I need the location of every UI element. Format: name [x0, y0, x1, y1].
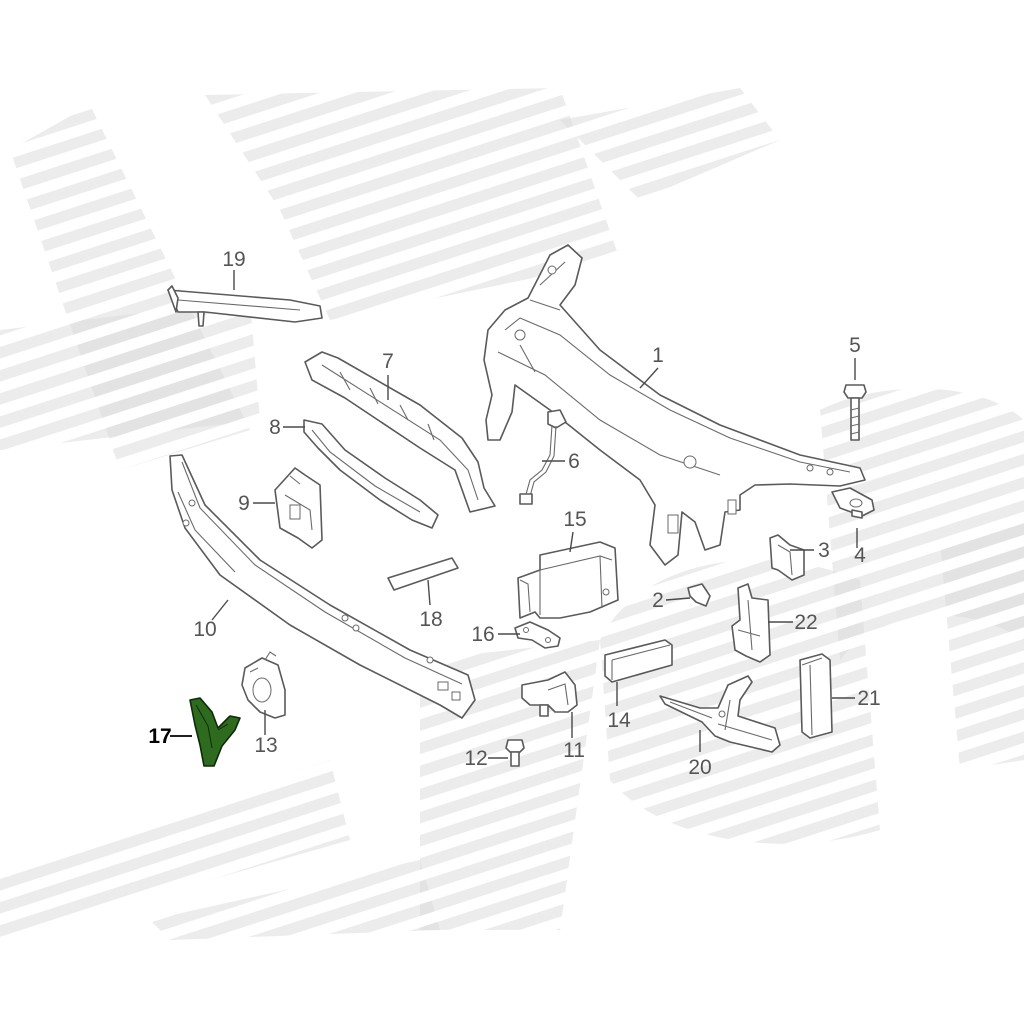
part-10-bumper-beam[interactable] [169, 454, 476, 719]
part-16-small-bracket[interactable] [514, 621, 561, 649]
part-7-carrier-rail[interactable] [304, 351, 496, 513]
callout-13: 13 [254, 734, 277, 757]
callout-15: 15 [563, 508, 586, 531]
callout-12: 12 [464, 747, 487, 770]
callout-6: 6 [568, 450, 580, 473]
part-20-arm[interactable] [659, 675, 781, 753]
part-8-strip[interactable] [303, 419, 439, 529]
leader-lines [170, 270, 858, 759]
callout-10: 10 [193, 618, 216, 641]
part-2-clip[interactable] [687, 583, 711, 607]
part-4-bracket[interactable] [831, 487, 875, 519]
callout-5: 5 [849, 334, 861, 357]
callout-16: 16 [471, 623, 494, 646]
callout-21: 21 [857, 687, 880, 710]
callout-14: 14 [607, 709, 631, 732]
part-21-panel[interactable] [799, 653, 833, 739]
part-3-bracket[interactable] [769, 534, 805, 581]
callout-labels: 19 7 1 5 8 6 9 15 4 3 2 22 18 10 16 14 2… [148, 248, 880, 779]
callout-17-highlighted: 17 [148, 725, 171, 748]
part-15-box-bracket[interactable] [517, 541, 619, 619]
part-12-bolt[interactable] [505, 739, 525, 767]
callout-18: 18 [419, 608, 442, 631]
part-13-housing[interactable] [241, 651, 286, 719]
part-6-cable[interactable] [519, 409, 567, 505]
part-22-side-bracket[interactable] [731, 583, 771, 663]
part-5-bolt[interactable] [843, 384, 867, 441]
callout-4: 4 [854, 544, 866, 567]
callout-11: 11 [563, 739, 585, 762]
callout-9: 9 [238, 492, 250, 515]
watermark-logo [0, 88, 1024, 940]
part-1-radiator-support[interactable] [483, 244, 866, 566]
callout-8: 8 [269, 416, 281, 439]
callout-3: 3 [818, 539, 830, 562]
callout-2: 2 [652, 589, 664, 612]
callout-7: 7 [382, 350, 394, 373]
part-11-bracket[interactable] [521, 671, 578, 717]
part-17-highlighted-bracket[interactable] [189, 697, 241, 767]
callout-20: 20 [688, 756, 711, 779]
part-14-block[interactable] [604, 639, 673, 683]
part-18-strip[interactable] [387, 557, 459, 591]
part-19-upper-bracket[interactable] [167, 285, 323, 327]
callout-22: 22 [794, 611, 817, 634]
part-9-mount-bracket[interactable] [274, 467, 323, 549]
callout-19: 19 [222, 248, 245, 271]
callout-1: 1 [652, 344, 664, 367]
